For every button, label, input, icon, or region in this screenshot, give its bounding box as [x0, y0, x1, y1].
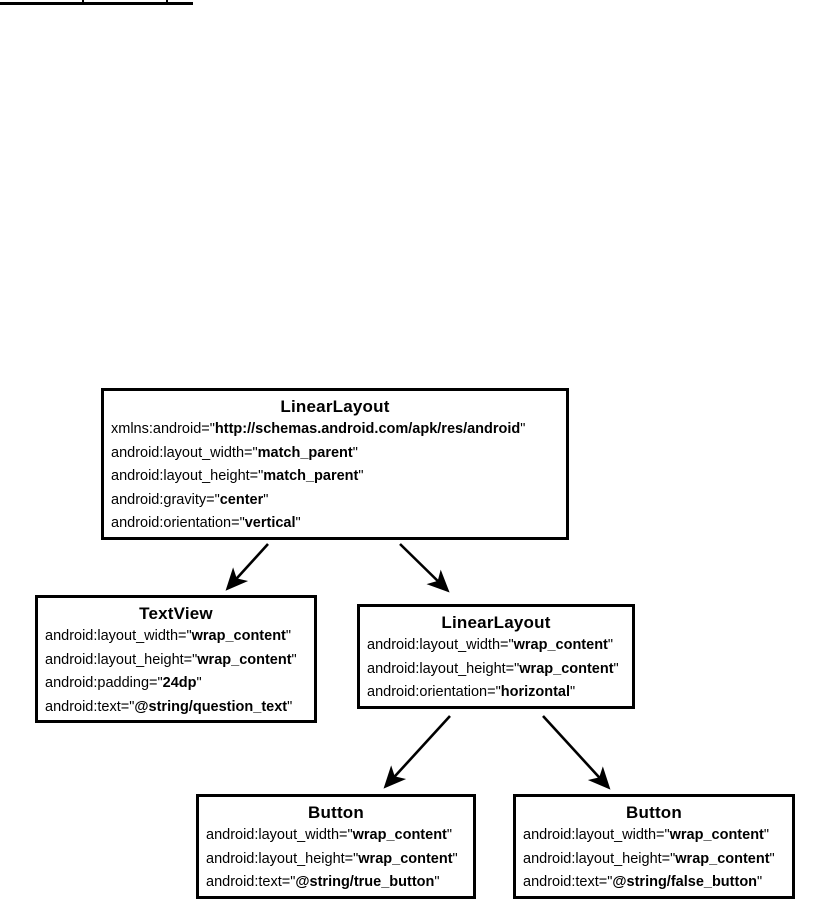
attribute-row: android:gravity="center" [111, 489, 559, 513]
node-button-false[interactable]: Button android:layout_width="wrap_conten… [513, 794, 795, 899]
attribute-row: android:layout_width="match_parent" [111, 442, 559, 466]
attribute-key: android:layout_height=" [45, 651, 198, 668]
attribute-value: vertical [244, 515, 296, 531]
attribute-value: 24dp [162, 675, 197, 691]
attribute-value: center [219, 491, 264, 508]
node-child-linearlayout[interactable]: LinearLayout android:layout_width="wrap_… [357, 604, 635, 709]
attribute-key: android:layout_width=" [206, 827, 353, 843]
attribute-row: android:layout_width="wrap_content" [206, 824, 466, 848]
attribute-row: android:text="@string/false_button" [523, 871, 785, 895]
attribute-key: android:orientation=" [367, 684, 501, 700]
page-top-rule-tick [166, 0, 168, 5]
attribute-quote: " [263, 491, 269, 508]
attribute-value: http://schemas.android.com/apk/res/andro… [214, 421, 521, 437]
attribute-key: android:gravity=" [111, 491, 220, 508]
attribute-key: android:layout_height=" [206, 850, 359, 867]
attribute-value: wrap_content [513, 637, 608, 653]
attribute-value: wrap_content [197, 651, 292, 668]
node-title: LinearLayout [441, 613, 551, 632]
attribute-row: android:padding="24dp" [45, 672, 307, 696]
attribute-quote: " [291, 651, 297, 668]
attribute-value: match_parent [257, 444, 353, 461]
edge-child-to-button-true [383, 715, 451, 789]
node-attributes: android:layout_width="wrap_content" andr… [45, 625, 307, 719]
attribute-row: android:layout_height="match_parent" [111, 465, 559, 489]
attribute-row: android:layout_width="wrap_content" [45, 625, 307, 649]
attribute-key: android:text=" [523, 874, 613, 890]
node-button-true[interactable]: Button android:layout_width="wrap_conten… [196, 794, 476, 899]
attribute-value: horizontal [500, 684, 571, 700]
attribute-value: match_parent [263, 468, 359, 484]
attribute-key: android:orientation=" [111, 515, 245, 531]
attribute-value: @string/false_button [612, 874, 758, 890]
attribute-quote: " [613, 660, 619, 677]
page-top-rule-tick [82, 0, 84, 5]
attribute-value: wrap_content [352, 827, 447, 843]
attribute-quote: " [446, 827, 453, 843]
edge-root-to-child-linearlayout [399, 543, 450, 593]
attribute-quote: " [452, 850, 458, 867]
node-attributes: android:layout_width="wrap_content" andr… [523, 824, 785, 895]
edge-root-to-textview [225, 543, 269, 591]
attribute-value: wrap_content [358, 850, 453, 867]
attribute-key: android:text=" [45, 698, 135, 715]
attribute-value: wrap_content [191, 628, 286, 644]
attribute-key: android:layout_width=" [523, 827, 670, 843]
attribute-row: android:layout_height="wrap_content" [206, 848, 466, 872]
attribute-quote: " [520, 421, 526, 437]
attribute-value: @string/true_button [295, 874, 435, 890]
attribute-row: android:text="@string/true_button" [206, 871, 466, 895]
attribute-quote: " [358, 468, 364, 484]
attribute-quote: " [757, 874, 763, 890]
attribute-key: android:layout_height=" [523, 850, 676, 867]
node-title: LinearLayout [280, 397, 390, 416]
attribute-quote: " [763, 827, 770, 843]
page-top-rule [0, 2, 193, 5]
node-attributes: android:layout_width="wrap_content" andr… [206, 824, 466, 895]
node-textview[interactable]: TextView android:layout_width="wrap_cont… [35, 595, 317, 723]
attribute-key: android:layout_height=" [367, 660, 520, 677]
node-root-linearlayout[interactable]: LinearLayout xmlns:android="http://schem… [101, 388, 569, 540]
attribute-quote: " [295, 515, 301, 531]
attribute-key: android:layout_width=" [45, 628, 192, 644]
node-title: Button [308, 803, 364, 822]
attribute-key: xmlns:android=" [111, 421, 215, 437]
attribute-row: android:orientation="horizontal" [367, 681, 625, 705]
attribute-quote: " [287, 698, 293, 715]
attribute-key: android:layout_width=" [111, 444, 258, 461]
attribute-row: android:layout_height="wrap_content" [523, 848, 785, 872]
attribute-quote: " [769, 850, 775, 867]
attribute-row: android:orientation="vertical" [111, 512, 559, 536]
attribute-quote: " [434, 874, 440, 890]
attribute-row: xmlns:android="http://schemas.android.co… [111, 418, 559, 442]
node-attributes: xmlns:android="http://schemas.android.co… [111, 418, 559, 536]
attribute-quote: " [352, 444, 358, 461]
attribute-value: wrap_content [675, 850, 770, 867]
attribute-row: android:layout_width="wrap_content" [367, 634, 625, 658]
attribute-key: android:padding=" [45, 675, 163, 691]
attribute-key: android:layout_width=" [367, 637, 514, 653]
attribute-quote: " [196, 675, 202, 691]
attribute-key: android:layout_height=" [111, 468, 264, 484]
attribute-quote: " [285, 628, 292, 644]
node-title: Button [626, 803, 682, 822]
attribute-quote: " [570, 684, 576, 700]
node-attributes: android:layout_width="wrap_content" andr… [367, 634, 625, 705]
attribute-value: @string/question_text [134, 698, 288, 715]
attribute-row: android:layout_height="wrap_content" [367, 658, 625, 682]
attribute-quote: " [607, 637, 614, 653]
attribute-row: android:layout_height="wrap_content" [45, 649, 307, 673]
node-title: TextView [139, 604, 213, 623]
attribute-row: android:layout_width="wrap_content" [523, 824, 785, 848]
attribute-key: android:text=" [206, 874, 296, 890]
edge-child-to-button-false [542, 715, 611, 790]
attribute-value: wrap_content [669, 827, 764, 843]
attribute-row: android:text="@string/question_text" [45, 696, 307, 720]
attribute-value: wrap_content [519, 660, 614, 677]
